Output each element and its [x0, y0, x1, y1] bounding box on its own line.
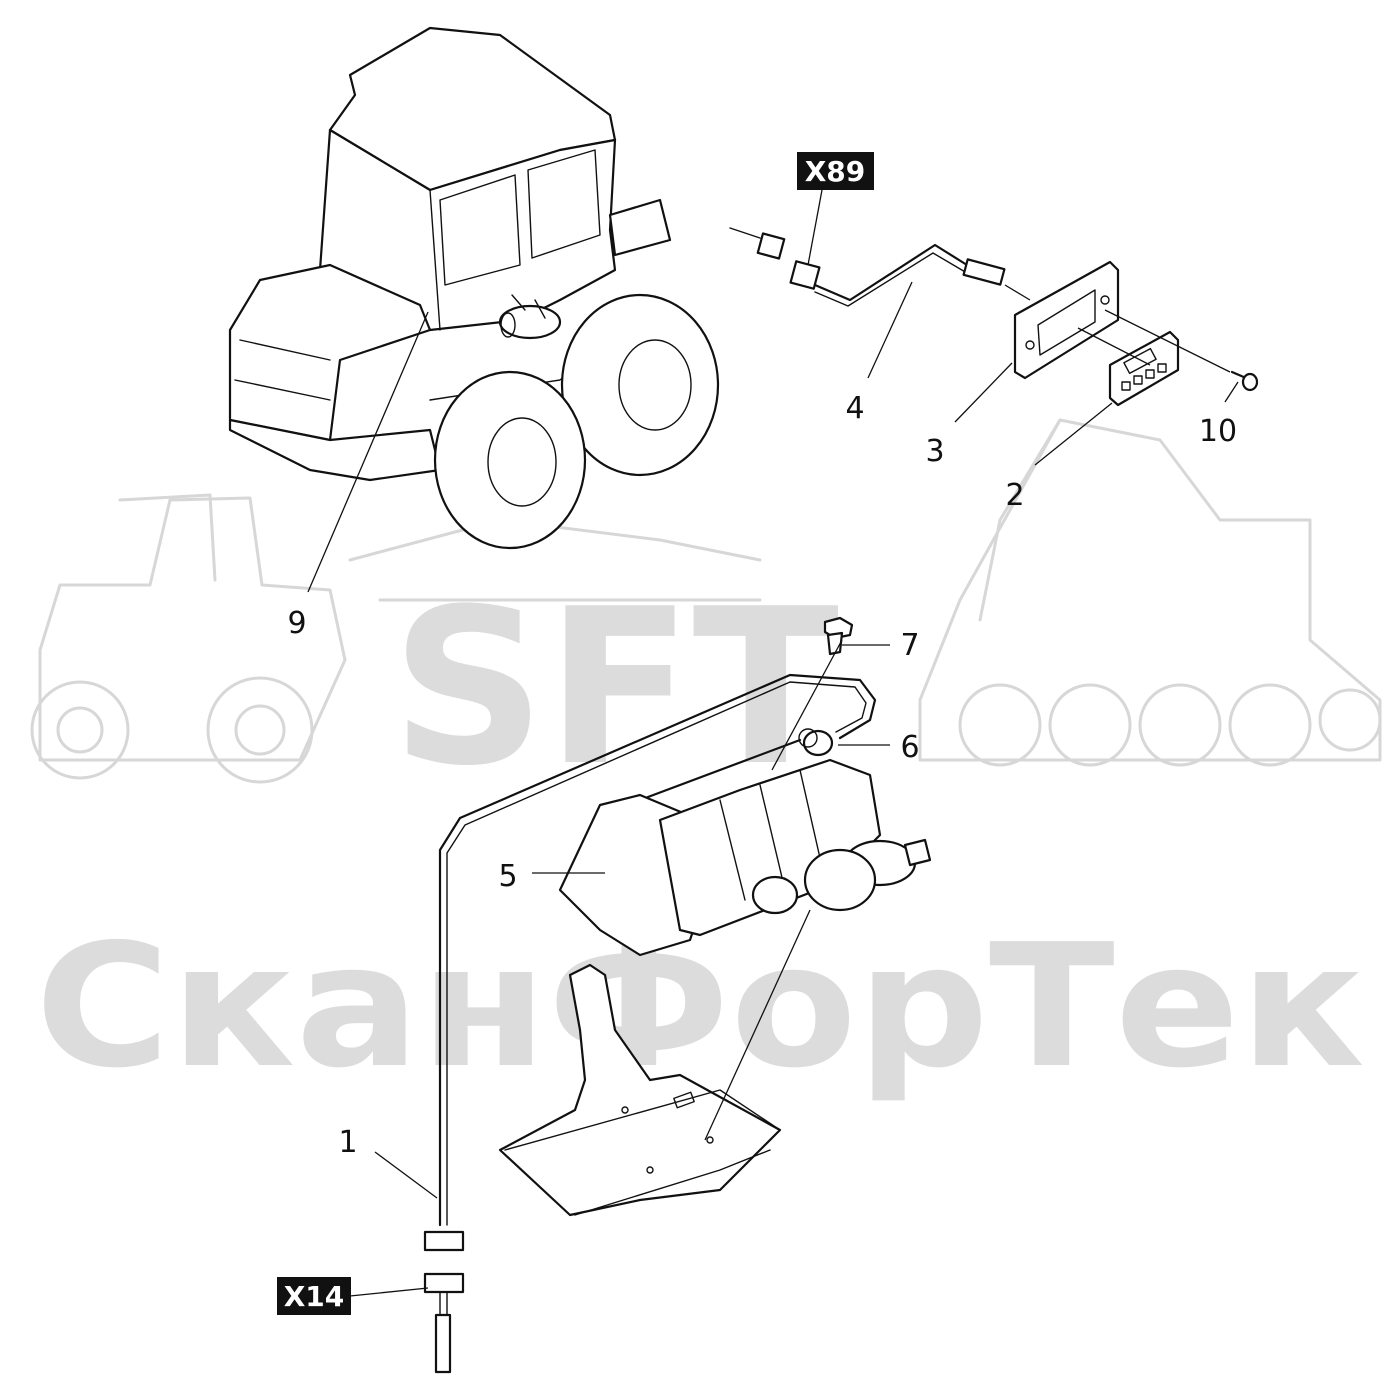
callout-7: 7 — [900, 628, 919, 663]
callout-3: 3 — [925, 434, 944, 469]
wheel-loader-illustration — [228, 26, 720, 550]
connector-tag-x14-label: X14 — [284, 1280, 345, 1313]
screw-icon — [1230, 370, 1259, 392]
callout-2: 2 — [1005, 478, 1024, 513]
callout-9: 9 — [287, 606, 306, 641]
wire-harness-illustration — [729, 227, 1006, 307]
callout-1: 1 — [338, 1125, 357, 1160]
leader-lines — [307, 189, 1239, 1297]
watermark-company-text: СканФорТек — [35, 908, 1365, 1106]
mounting-frame-illustration — [1013, 260, 1120, 380]
heater-on-machine-icon — [498, 294, 562, 340]
bolt-icon — [823, 616, 854, 656]
watermark-excavator-right-illustration — [918, 418, 1382, 767]
callout-6: 6 — [900, 730, 919, 765]
connector-tag-x89: X89 — [797, 152, 874, 190]
connector-tag-x14: X14 — [277, 1277, 351, 1315]
watermark-logo-text: SFT — [391, 562, 839, 813]
mounting-bracket-illustration — [498, 963, 782, 1217]
watermark-tractor-left-illustration — [30, 493, 762, 784]
callout-5: 5 — [498, 859, 517, 894]
control-panel-illustration — [1108, 330, 1180, 407]
heater-unit-illustration — [558, 758, 932, 957]
heater-cable-illustration — [423, 673, 877, 1374]
callout-10: 10 — [1199, 414, 1237, 449]
grommet-icon — [798, 728, 834, 757]
callout-4: 4 — [845, 391, 864, 426]
connector-tag-x89-label: X89 — [805, 155, 866, 188]
